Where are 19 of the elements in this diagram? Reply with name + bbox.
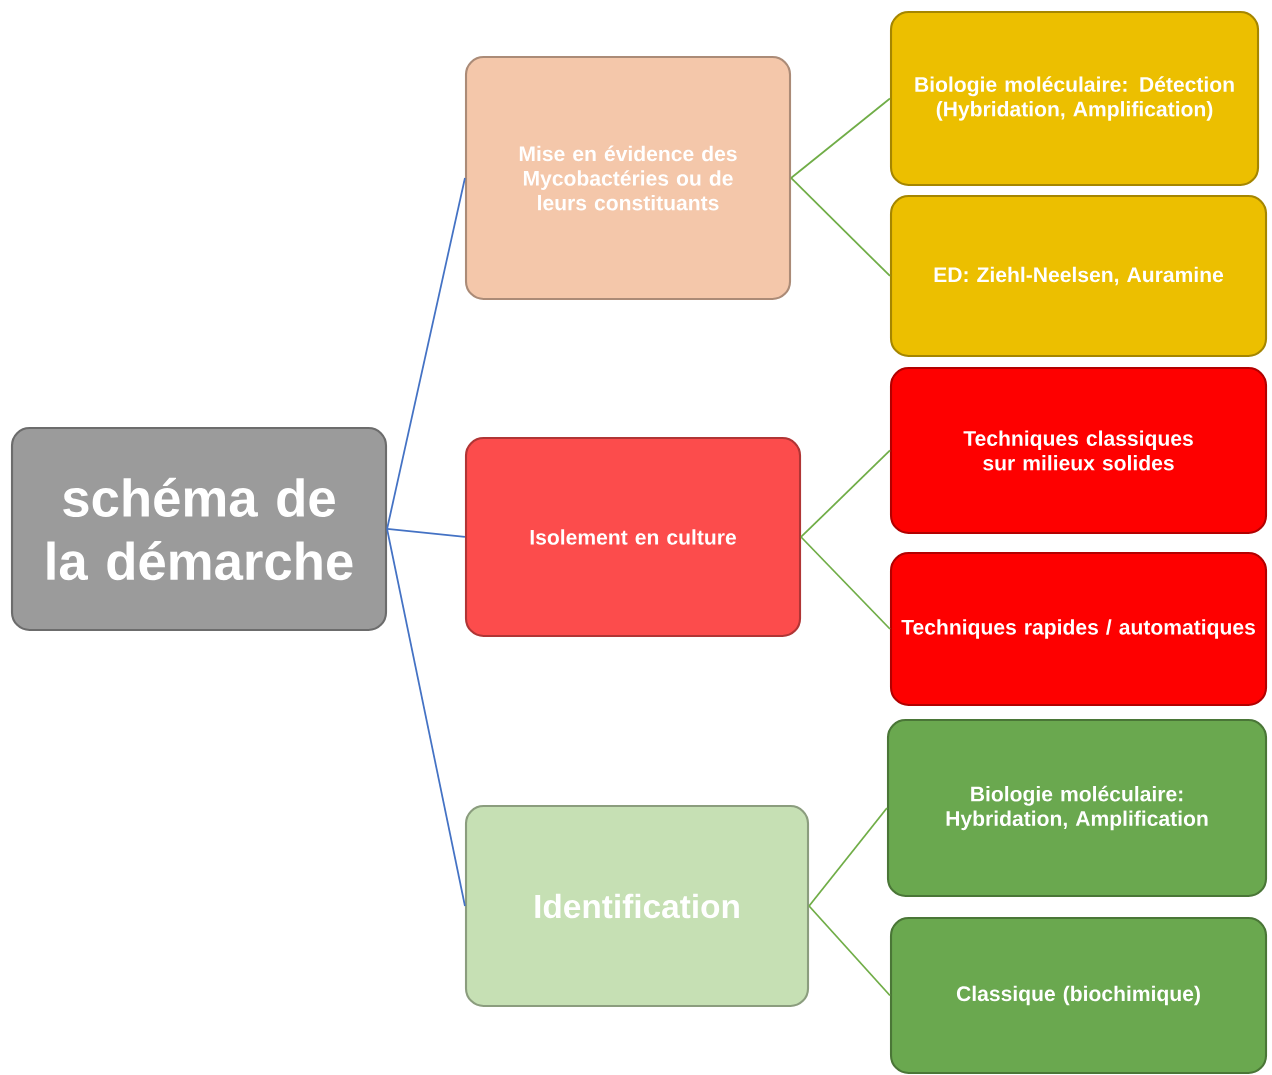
method-box: ED: Ziehl-Neelsen, Auramine xyxy=(889,194,1268,358)
category-box: Isolement en culture xyxy=(464,436,802,638)
connector-line xyxy=(800,449,891,538)
method-box: Biologie moléculaire: Détection (Hybridation, Amplification) xyxy=(889,10,1260,187)
connector-line xyxy=(386,528,466,538)
method-box: Classique (biochimique) xyxy=(889,916,1268,1075)
connector-line xyxy=(386,528,466,907)
category-box: Mise en évidence des Mycobactéries ou de leurs constituants xyxy=(464,55,792,301)
root-box: schéma de la démarche xyxy=(10,426,388,632)
connector-line xyxy=(808,905,891,997)
connector-line xyxy=(386,177,466,530)
connector-line xyxy=(790,97,891,179)
connector-line xyxy=(808,807,888,907)
connector-line xyxy=(800,536,891,630)
method-box: Techniques rapides / automatiques xyxy=(889,551,1268,707)
method-box: Techniques classiques sur milieux solides xyxy=(889,366,1268,535)
method-box: Biologie moléculaire: Hybridation, Amplification xyxy=(886,718,1268,898)
category-box: Identification xyxy=(464,804,810,1008)
connector-line xyxy=(790,177,891,277)
